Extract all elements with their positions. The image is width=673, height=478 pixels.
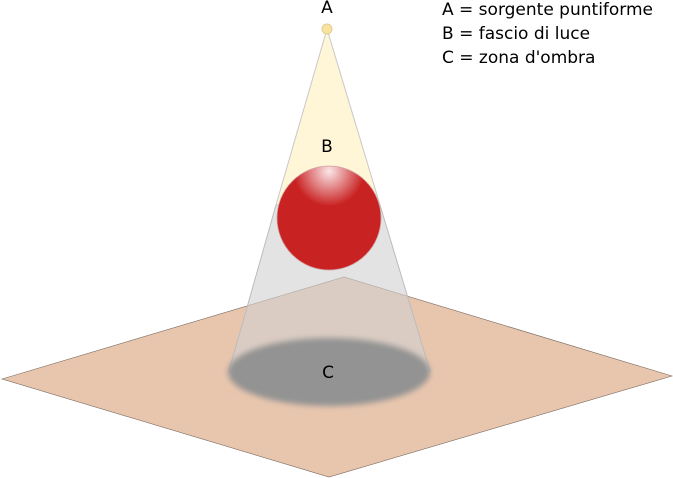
legend-line: C = zona d'ombra (442, 48, 595, 68)
label-a: A (321, 0, 333, 18)
legend-line: A = sorgente puntiforme (442, 0, 653, 20)
shadow-zone (228, 338, 430, 406)
label-c: C (322, 363, 334, 383)
sphere (276, 165, 382, 271)
point-source (321, 23, 333, 35)
legend-line: B = fascio di luce (442, 24, 590, 44)
label-b: B (321, 137, 333, 157)
